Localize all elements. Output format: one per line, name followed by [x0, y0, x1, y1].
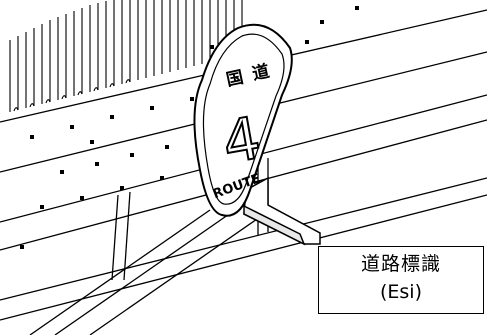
sign-bracket: [243, 176, 321, 246]
route-sign-shield: [193, 23, 293, 217]
callout-label-box: 道路標識 (Esi): [318, 246, 484, 314]
sign-kanji-top: 国: [225, 68, 246, 91]
bolt-dots: [20, 6, 359, 249]
railing-slats: [9, 0, 243, 112]
callout-code-label: (Esi): [379, 281, 422, 303]
sign-kanji-second: 道: [250, 61, 271, 85]
route-sign: 国 道 4 ROUTE: [193, 23, 293, 217]
callout-road-sign-label: 道路標識: [360, 253, 441, 275]
